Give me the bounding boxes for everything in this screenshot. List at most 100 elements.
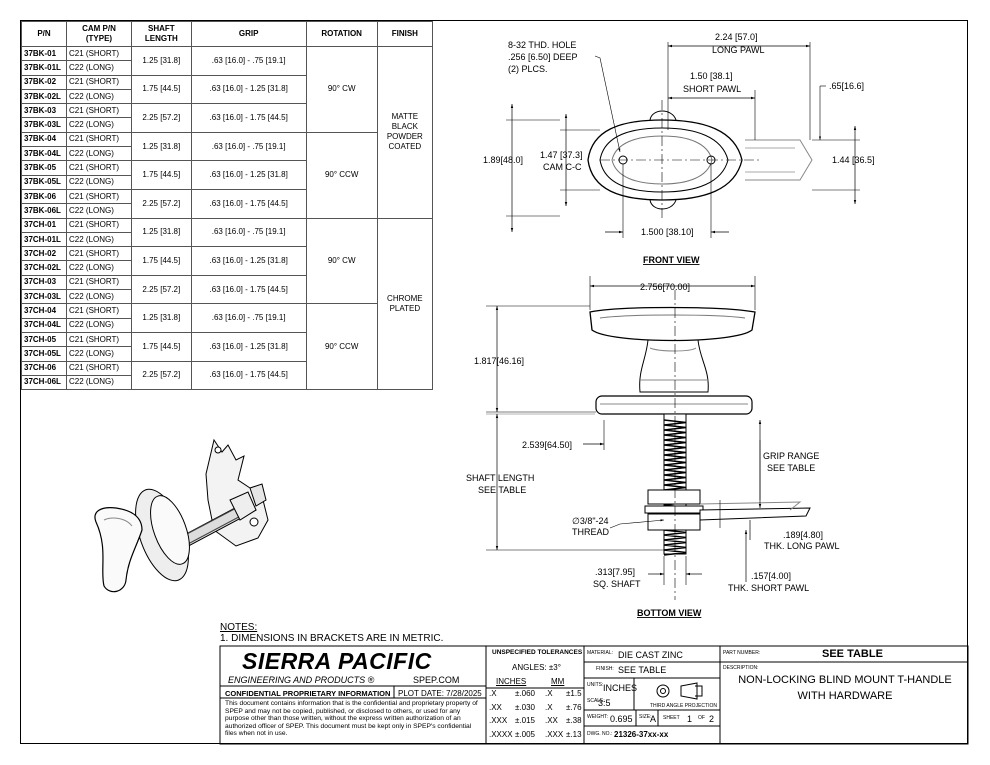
header-rotation: ROTATION xyxy=(305,21,378,47)
height-dim-bv: 1.817[46.16] xyxy=(474,356,524,366)
sheet-count: 2 xyxy=(709,714,715,724)
shaft-length: 1.25 [31.8] xyxy=(131,217,192,248)
part-value: SEE TABLE xyxy=(822,648,883,660)
tolerance-cell: ±.005 xyxy=(515,729,535,739)
tolerance-cell: ±1.5 xyxy=(566,689,582,698)
desc-line-1: NON-LOCKING BLIND MOUNT T-HANDLE xyxy=(738,674,952,686)
weight-label: WEIGHT: xyxy=(587,714,608,720)
part-number: 37BK-05L xyxy=(21,174,67,190)
notes-title: NOTES: xyxy=(220,622,258,633)
size-value: A xyxy=(650,714,657,724)
sq-dim: .313[7.95] xyxy=(595,567,635,577)
weight-value: 0.695 xyxy=(610,714,633,724)
height-dim: 1.89[48.0] xyxy=(483,155,523,165)
bottom-view-title: BOTTOM VIEW xyxy=(637,608,702,618)
tolerance-cell: .XX xyxy=(489,702,502,712)
thread-2: THREAD xyxy=(572,527,610,537)
note-1: 1. DIMENSIONS IN BRACKETS ARE IN METRIC. xyxy=(220,633,444,644)
tolerance-cell: .XX xyxy=(545,716,558,725)
tolerance-cell: .X xyxy=(545,702,553,712)
tolerance-cell: .XXXX xyxy=(489,729,513,739)
disclaimer: This document contains information that … xyxy=(225,700,478,738)
bottom-view-labels: 2.756[70.00] 1.817[46.16] 2.539[64.50] S… xyxy=(466,282,840,618)
company-subtitle: ENGINEERING AND PRODUCTS ® xyxy=(228,675,375,685)
dwg-value: 21326-37xx-xx xyxy=(614,730,669,739)
part-number: 37BK-05 xyxy=(21,160,67,176)
tolerance-cell: ±.060 xyxy=(515,689,535,698)
scale-value: 3:5 xyxy=(598,698,611,708)
sq-label: SQ. SHAFT xyxy=(593,579,641,589)
projection-label: THIRD ANGLE PROJECTION xyxy=(650,703,717,709)
short-thk-dim: .157[4.00] xyxy=(751,571,791,581)
finish-value: SEE TABLE xyxy=(618,665,667,675)
front-view-title: FRONT VIEW xyxy=(643,255,700,265)
header-cam: CAM P/N (TYPE) xyxy=(66,21,132,47)
confidential-label: CONFIDENTIAL PROPRIETARY INFORMATION xyxy=(225,689,391,698)
shaft-length: 2.25 [57.2] xyxy=(131,360,192,391)
tolerances-title: UNSPECIFIED TOLERANCES xyxy=(492,649,583,656)
finish-line: MATTE BLACK xyxy=(391,112,419,132)
cam-type: C21 (SHORT) xyxy=(66,160,132,176)
shaft-length: 1.25 [31.8] xyxy=(131,303,192,333)
short-pawl-label: SHORT PAWL xyxy=(683,84,741,94)
cam-type: C21 (SHORT) xyxy=(66,188,132,205)
grip-range: .63 [16.0] - .75 [19.1] xyxy=(190,217,307,248)
long-thk-label: THK. LONG PAWL xyxy=(764,541,840,551)
part-number: 37CH-01 xyxy=(21,217,67,233)
cam-label: CAM C-C xyxy=(543,162,582,172)
cam-type: C22 (LONG) xyxy=(66,117,132,133)
grip-range: .63 [16.0] - 1.25 [31.8] xyxy=(190,74,307,105)
part-number: 37CH-06L xyxy=(21,374,67,391)
notes: NOTES: 1. DIMENSIONS IN BRACKETS ARE IN … xyxy=(220,622,443,644)
part-number: 37BK-06 xyxy=(21,188,67,205)
header-finish: FINISH xyxy=(376,21,434,47)
tolerance-cell: ±.13 xyxy=(566,729,582,739)
grip-range: .63 [16.0] - 1.75 [44.5] xyxy=(190,188,307,219)
tol-inches: INCHES xyxy=(496,677,527,686)
material-value: DIE CAST ZINC xyxy=(618,650,683,660)
shaft-length: 1.25 [31.8] xyxy=(131,46,192,76)
tolerance-cell: .XXX xyxy=(545,729,564,739)
pawl-thk-dim: .65[16.6] xyxy=(829,81,864,91)
cam-type: C22 (LONG) xyxy=(66,146,132,162)
tolerance-cell: ±.38 xyxy=(566,716,582,725)
size-label: SIZE: xyxy=(639,714,652,720)
long-pawl-label: LONG PAWL xyxy=(712,45,765,55)
units-label: UNITS: xyxy=(587,682,604,688)
grip-range: .63 [16.0] - 1.25 [31.8] xyxy=(190,246,307,276)
part-label: PART NUMBER: xyxy=(723,650,761,656)
front-view xyxy=(506,42,860,238)
cam-type: C22 (LONG) xyxy=(66,174,132,190)
cam-type: C22 (LONG) xyxy=(66,374,132,391)
desc-line-2: WITH HARDWARE xyxy=(797,690,893,702)
finish-label: FINISH: xyxy=(596,666,614,672)
grip-range: .63 [16.0] - 1.75 [44.5] xyxy=(190,360,307,391)
isometric-view xyxy=(94,438,269,593)
table-header-row: P/N CAM P/N (TYPE) SHAFT LENGTH GRIP ROT… xyxy=(21,21,434,47)
sheet-value: 1 xyxy=(687,714,693,724)
hole-note-2: .256 [6.50] DEEP xyxy=(508,52,578,62)
finish-line: COATED xyxy=(388,142,422,152)
units-value: INCHES xyxy=(603,683,638,693)
long-pawl-dim: 2.24 [57.0] xyxy=(715,32,758,42)
grip-range: .63 [16.0] - 1.25 [31.8] xyxy=(190,331,307,362)
